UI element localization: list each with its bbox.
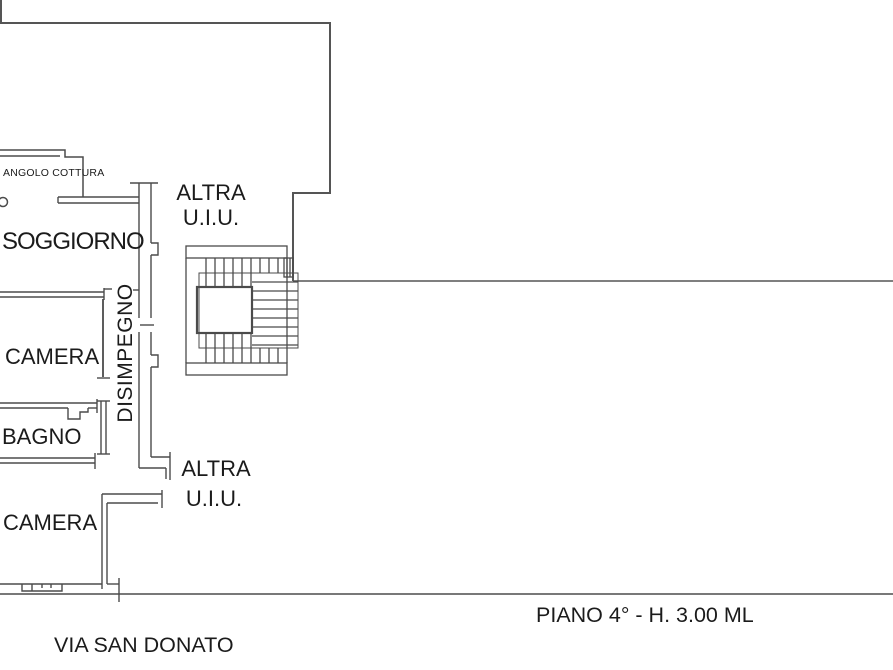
outer-walls (0, 0, 331, 281)
unit-label-altra-lower: ALTRA (181, 456, 251, 481)
disimpegno-walls (102, 182, 171, 508)
room-label-angolo-cottura: ANGOLO COTTURA (3, 167, 105, 179)
camera2-walls (101, 494, 108, 589)
street-name-label: VIA SAN DONATO (54, 633, 234, 657)
angolo-cottura-walls (0, 149, 84, 208)
room-label-camera-1: CAMERA (5, 344, 100, 369)
unit-label-altra-upper: ALTRA (176, 180, 246, 205)
unit-label-uiu-lower: U.I.U. (185, 486, 243, 511)
room-label-bagno: BAGNO (2, 424, 82, 449)
staircase (185, 245, 299, 376)
floor-note-label: PIANO 4° - H. 3.00 ML (536, 603, 754, 627)
camera1-walls (0, 288, 112, 379)
room-label-disimpegno: DISIMPEGNO (114, 283, 137, 423)
unit-label-uiu-upper: U.I.U. (182, 205, 240, 230)
room-label-camera-2: CAMERA (3, 510, 98, 535)
room-label-soggiorno: SOGGIORNO (2, 228, 145, 255)
soggiorno-walls (57, 196, 139, 204)
street-wall (0, 578, 893, 602)
bagno-walls (0, 399, 110, 469)
